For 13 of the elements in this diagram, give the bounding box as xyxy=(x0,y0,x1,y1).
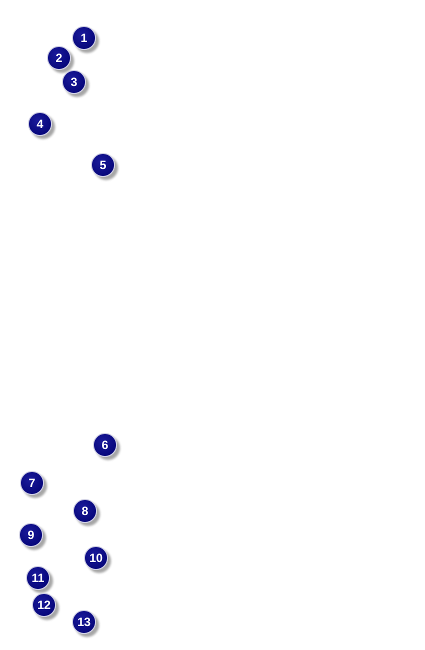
callout-number: 3 xyxy=(62,70,86,94)
callout-number: 10 xyxy=(84,546,108,570)
callout-number: 12 xyxy=(32,593,56,617)
callout-number: 1 xyxy=(72,26,96,50)
callout-number: 4 xyxy=(28,112,52,136)
callout-number: 11 xyxy=(26,566,50,590)
callout-number: 9 xyxy=(19,523,43,547)
callout-number: 5 xyxy=(91,153,115,177)
callout-number: 2 xyxy=(47,46,71,70)
callout-number: 7 xyxy=(20,471,44,495)
callout-number: 13 xyxy=(72,610,96,634)
callout-number: 6 xyxy=(93,433,117,457)
callout-number: 8 xyxy=(73,499,97,523)
